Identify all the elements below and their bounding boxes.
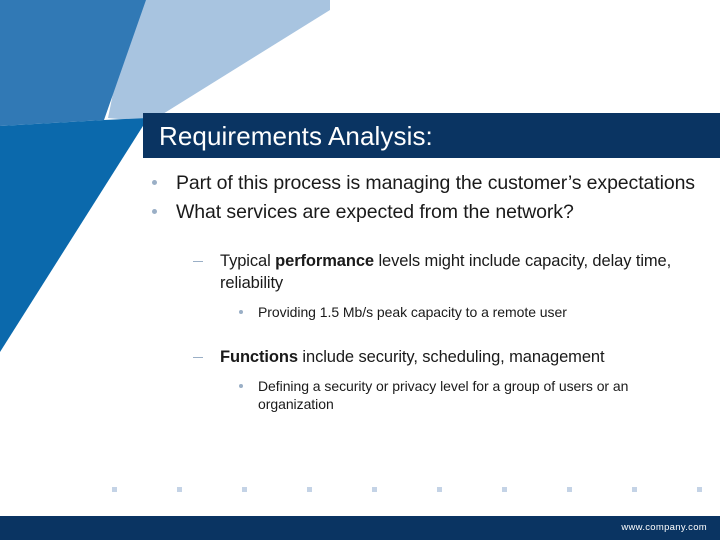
bullet-level2-item: Typical performance levels might include… [143, 251, 703, 295]
decorative-square-dot [372, 486, 377, 492]
bullet-dash-icon [193, 356, 203, 359]
deco-shape-light-blue [108, 0, 330, 122]
deco-shape-strong-blue [0, 118, 148, 352]
bullet-level2-text-pre: Typical [220, 252, 276, 271]
bullet-level1-item: Part of this process is managing the cus… [143, 170, 703, 197]
deco-shape-medium-blue [0, 0, 146, 126]
decorative-square-dot [307, 486, 312, 492]
slide-title-bar: Requirements Analysis: [143, 113, 720, 158]
bullet-dot-icon [152, 208, 157, 214]
bullet-level2-keyword-performance: performance [275, 252, 374, 271]
bullet-level3-item: Providing 1.5 Mb/s peak capacity to a re… [143, 303, 703, 321]
decorative-square-dot [697, 486, 702, 492]
bullet-level2-keyword-functions: Functions [220, 348, 298, 367]
bullet-dot-icon [239, 309, 243, 314]
footer-url-text: www.company.com [621, 522, 707, 533]
bullet-level1-text: Part of this process is managing the cus… [176, 172, 695, 194]
decorative-square-dot [567, 486, 572, 492]
bullet-level3-text: Defining a security or privacy level for… [258, 377, 629, 413]
bullet-level3-text: Providing 1.5 Mb/s peak capacity to a re… [258, 303, 567, 320]
decorative-square-dot [502, 486, 507, 492]
bullet-dash-icon [193, 260, 203, 263]
decorative-dot-row [112, 485, 702, 493]
bullet-level1-item: What services are expected from the netw… [143, 199, 703, 226]
decorative-square-dot [632, 486, 637, 492]
page-title: Requirements Analysis: [159, 120, 433, 151]
bullet-dot-icon [239, 383, 243, 388]
bullet-level1-text: What services are expected from the netw… [176, 200, 574, 223]
decorative-square-dot [112, 486, 117, 492]
bullet-dot-icon [152, 180, 157, 186]
decorative-square-dot [242, 486, 247, 492]
bullet-level2-text-post: levels might include capacity, delay tim… [220, 252, 672, 292]
bullet-level2-text-post: include security, scheduling, management [297, 348, 605, 367]
bullet-level3-item: Defining a security or privacy level for… [143, 377, 703, 414]
bullet-level2-item: Functions include security, scheduling, … [143, 347, 703, 369]
slide-footer-bar [0, 516, 720, 540]
decorative-square-dot [437, 486, 442, 492]
decorative-square-dot [177, 486, 182, 492]
slide-body: Part of this process is managing the cus… [143, 170, 703, 414]
